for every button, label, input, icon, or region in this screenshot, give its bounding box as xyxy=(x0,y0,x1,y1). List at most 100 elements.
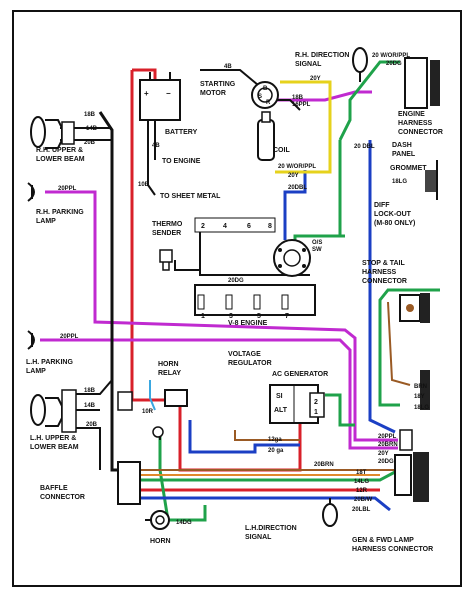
wire-purple-lh-park xyxy=(40,338,398,450)
horn-icon xyxy=(150,510,170,530)
stop-tail-connector-icon xyxy=(399,293,430,323)
wire-label: 20Y xyxy=(378,451,389,457)
right-harness-block-icon xyxy=(399,429,413,451)
terminal-label: 3 xyxy=(229,313,233,320)
wire-label: 18B xyxy=(84,112,96,118)
wire-blue-right xyxy=(368,140,396,434)
horn-relay-icon xyxy=(164,389,188,407)
terminal-label: S xyxy=(258,94,262,100)
coil-icon xyxy=(257,111,275,161)
thermo-sender-icon xyxy=(159,249,173,271)
wire-label: 20DG xyxy=(386,61,402,67)
wire-label: 20B/W xyxy=(354,497,373,503)
terminal-label: SI xyxy=(276,393,283,400)
wire-label: 20 W/OR/PPL xyxy=(278,164,316,170)
wire-red-battery-top xyxy=(132,68,157,80)
wire-label: BRN xyxy=(414,384,427,390)
terminal-label: 7 xyxy=(285,313,289,320)
wire-label: 14DG xyxy=(176,520,192,526)
v8-engine-block xyxy=(194,284,316,316)
horn-ground-icon xyxy=(152,426,164,438)
terminal-label: 8 xyxy=(268,223,272,230)
wire-label: 20BRN xyxy=(314,462,334,468)
battery-label: BATTERY xyxy=(165,129,198,136)
rh-direction-signal-icon xyxy=(352,47,368,82)
wire-green-right xyxy=(378,288,440,407)
wire-label: 4B xyxy=(224,64,232,70)
wire-label: 20DBL xyxy=(288,185,307,191)
distributor-icon xyxy=(273,239,311,277)
left-small-connector-icon xyxy=(117,391,133,411)
lh-parking-lamp-icon xyxy=(27,330,35,350)
ac-generator-icon xyxy=(269,384,325,424)
lh-beam-label: L.H. UPPER &LOWER BEAM xyxy=(30,435,79,451)
wire-label: 14B xyxy=(86,126,98,132)
wire-label: 18Y xyxy=(414,394,425,400)
terminal-label: 1 xyxy=(314,409,318,416)
thermo-terminal-block xyxy=(194,217,276,233)
wire-label: 18B xyxy=(84,388,96,394)
wire-brown-gen xyxy=(234,430,300,441)
gen-fwd-connector-icon xyxy=(394,452,429,502)
wire-yellow-20y xyxy=(280,80,332,140)
wire-label: 20B xyxy=(84,140,96,146)
wire-label: 18B xyxy=(292,95,304,101)
wire-label: 20 W/OR/PPL xyxy=(372,53,410,59)
wire-black-engine-block xyxy=(174,260,200,271)
rh-headlamp-icon xyxy=(30,116,75,149)
wire-label: 20DG xyxy=(378,459,394,465)
engine-harness-connector-icon xyxy=(404,57,440,109)
wire-label: 14B xyxy=(84,403,96,409)
wire-label: 20PPL xyxy=(378,434,397,440)
lh-direction-signal-icon xyxy=(322,498,338,527)
wire-black-v8 xyxy=(199,230,310,276)
wire-label: 20LBL xyxy=(352,507,371,513)
wire-label: 18LG xyxy=(392,179,407,185)
terminal-label: 1 xyxy=(201,313,205,320)
rh-parking-lamp-icon xyxy=(27,182,35,202)
wire-label: 20Y xyxy=(310,76,321,82)
wire-label: 20PPL xyxy=(58,186,77,192)
wire-blue-lbl xyxy=(140,496,391,512)
wire-label: 18LG xyxy=(414,405,429,411)
terminal-label: R xyxy=(266,100,271,106)
wire-green-lg xyxy=(140,470,396,482)
v8-engine-label: V-8 ENGINE xyxy=(228,320,268,327)
wire-brown-right xyxy=(387,301,411,386)
wire-label: 20 DBL xyxy=(354,144,375,150)
wire-label: 16PPL xyxy=(292,102,311,108)
horn-label: HORN xyxy=(150,538,171,545)
terminal-label: 6 xyxy=(247,223,251,230)
svg-text:−: − xyxy=(166,89,171,98)
wire-green-gen xyxy=(325,393,355,427)
terminal-label: B xyxy=(263,86,268,92)
wire-black-motor xyxy=(200,69,259,86)
wire-black-10b xyxy=(147,118,156,196)
wire-label: 20Y xyxy=(288,173,299,179)
terminal-label: 4 xyxy=(223,223,227,230)
wire-blue-dbl xyxy=(283,170,307,240)
rh-beam-label: R.H. UPPER &LOWER BEAM xyxy=(36,147,85,163)
coil-label: COIL xyxy=(273,147,290,154)
wire-label: 12R xyxy=(356,488,368,494)
wire-blue-gen xyxy=(188,420,300,454)
battery-icon: + − xyxy=(139,72,181,121)
grommet-label: GROMMET xyxy=(390,165,427,172)
diagram-frame xyxy=(12,10,462,587)
wire-label: 20PPL xyxy=(60,334,79,340)
svg-text:+: + xyxy=(144,89,149,98)
wire-label: 20DG xyxy=(228,278,244,284)
terminal-label: 5 xyxy=(257,313,261,320)
